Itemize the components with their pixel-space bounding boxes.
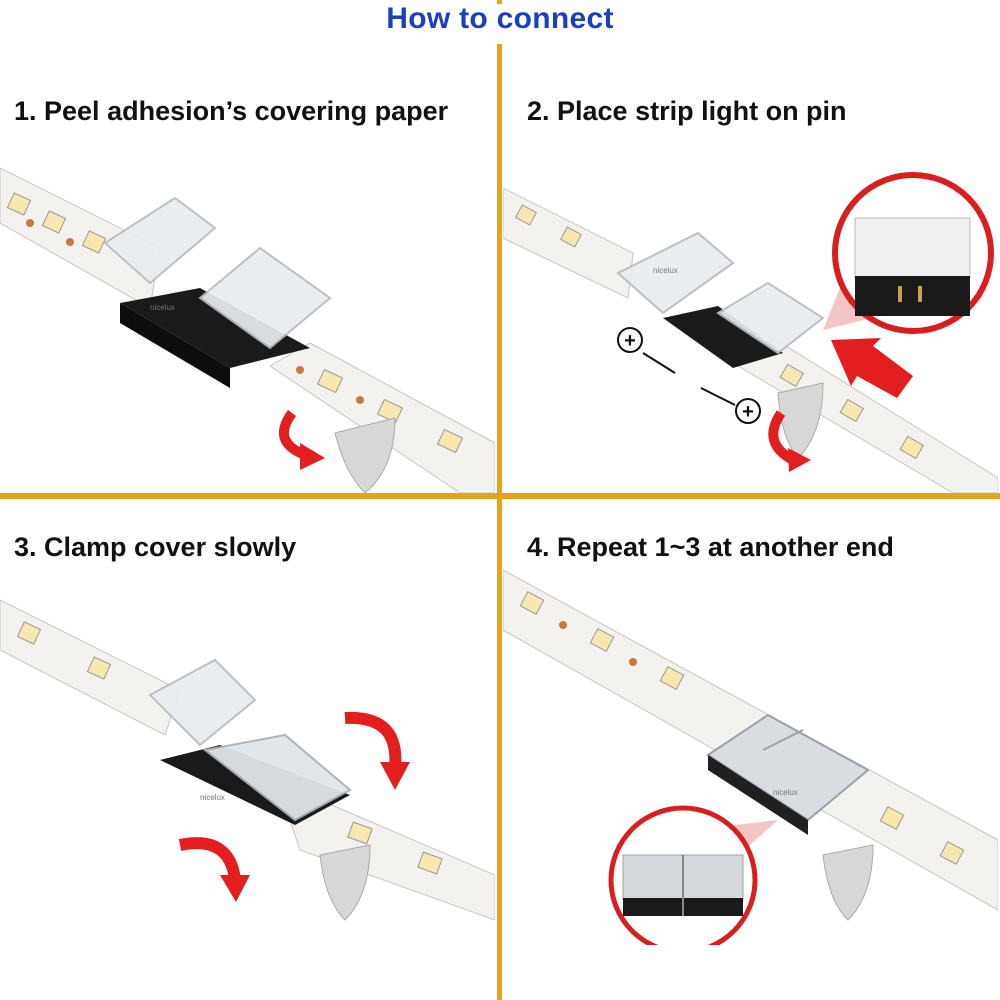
led-chip [6, 192, 32, 216]
connector-lid-right [716, 281, 825, 355]
peel-arrowhead [788, 448, 811, 472]
zoom-pin [898, 286, 902, 302]
zoom-base [855, 276, 970, 316]
step-2-panel: + + nicelux 2. Place strip light on pin [503, 48, 998, 493]
step-3-illustration: nicelux [0, 599, 495, 921]
led-chip [659, 666, 685, 690]
zoom-pin [918, 286, 922, 302]
peel-arrowhead [300, 443, 325, 470]
led-chip [16, 621, 42, 645]
led-chip [81, 230, 107, 254]
solder-pad [26, 219, 34, 227]
page-title: How to connect [386, 2, 614, 35]
step-1-label: 1. Peel adhesion’s covering paper [14, 96, 449, 126]
connector-lid-left [616, 231, 735, 315]
adhesive-paper [822, 844, 874, 921]
connector-lid-left [103, 196, 217, 285]
solder-pad [629, 658, 637, 666]
solder-pad [356, 396, 364, 404]
adhesive-paper [334, 417, 396, 493]
step-4-panel: nicelux 4. Repeat 1~3 at another end [503, 500, 998, 945]
connector-base [663, 306, 783, 368]
led-chip [779, 363, 804, 388]
step-3-label: 3. Clamp cover slowly [14, 532, 297, 562]
connector-seam [762, 729, 804, 751]
clamp-arrow-bottom [178, 837, 241, 881]
plus-icon [617, 327, 643, 353]
led-chip [417, 851, 443, 875]
divider-horizontal [0, 493, 1000, 499]
led-chip [559, 226, 583, 248]
clamp-arrowhead-top [380, 762, 410, 790]
svg-text:+: + [624, 330, 636, 352]
led-chip [519, 591, 545, 615]
peel-arrow [768, 410, 796, 465]
brand-mark: nicelux [150, 303, 175, 312]
step-1-panel: nicelux 1. Peel adhesion’s covering pape… [0, 48, 495, 493]
connector-base [120, 288, 310, 368]
led-chip [376, 398, 404, 424]
solder-pad [559, 621, 567, 629]
led-chip [41, 210, 67, 234]
polarity-line [700, 387, 736, 406]
brand-mark: nicelux [653, 266, 678, 275]
plus-icon [735, 398, 761, 424]
step-4-label: 4. Repeat 1~3 at another end [527, 532, 894, 562]
led-chip [589, 628, 615, 652]
adhesive-paper [777, 382, 824, 459]
connector-lid-right [198, 246, 332, 350]
brand-mark: nicelux [773, 788, 798, 797]
divider-top [497, 0, 502, 4]
polarity-line [642, 352, 676, 374]
step-4-illustration: nicelux [503, 569, 998, 945]
zoom-lid [854, 217, 971, 279]
solder-pad [66, 238, 74, 246]
led-chip [347, 821, 373, 845]
clamp-arrow-top [344, 711, 402, 769]
brand-mark: nicelux [200, 793, 225, 802]
solder-pad [296, 366, 304, 374]
svg-text:+: + [742, 401, 754, 423]
led-chip [316, 368, 344, 394]
connector-base-side [120, 303, 230, 388]
led-chip [879, 806, 905, 830]
divider-vertical [497, 44, 502, 1000]
led-chip [86, 656, 112, 680]
connector-lid-right [202, 733, 352, 822]
step-2-illustration: + + nicelux [503, 172, 998, 493]
connector-body [706, 713, 870, 822]
step-1-illustration: nicelux [0, 167, 495, 493]
led-chip [436, 428, 464, 454]
led-chip [899, 435, 924, 460]
step-3-panel: nicelux 3. Clamp cover slowly [0, 500, 495, 945]
clamp-arrowhead-bottom [220, 875, 250, 902]
led-chip [839, 398, 864, 423]
insert-arrow [831, 338, 913, 398]
led-chip [514, 204, 538, 226]
connector-base-side [708, 755, 808, 835]
adhesive-paper [319, 844, 371, 921]
connector-lid-left [148, 658, 257, 747]
led-chip [939, 841, 965, 865]
step-2-label: 2. Place strip light on pin [527, 96, 847, 126]
